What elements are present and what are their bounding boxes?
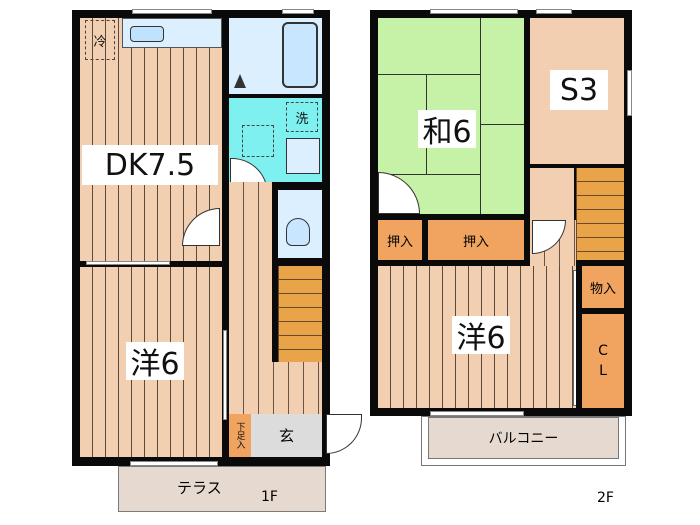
shoe-storage: 下足入 [229, 414, 251, 457]
staircase-2f [576, 168, 624, 260]
sliding-door-dk-western [86, 261, 170, 265]
entrance-label: 玄 [278, 427, 294, 445]
shower-icon [234, 74, 246, 88]
washbasin-space-icon [242, 125, 274, 157]
dk-room-name: DK7.5 [104, 147, 196, 183]
western-room-1f-name: 洋6 [130, 347, 180, 382]
japanese-room-label: 和6 [418, 110, 476, 150]
bath-wall [229, 94, 322, 98]
center-wall [222, 10, 229, 466]
balcony-label: バルコニー [488, 431, 559, 447]
entrance: 玄 [251, 414, 322, 457]
floor-2-plan: 和6 S3 押入 押入 洋6 物入 C L [370, 9, 632, 416]
closet-left-label: 押入 [386, 234, 413, 250]
storage-room-s3-name: S3 [559, 72, 599, 108]
closet-cl-label-c: C [598, 343, 608, 359]
fridge-label: 冷 [93, 34, 107, 50]
terrace-label: テラス [177, 479, 222, 497]
vanity-sink-icon [286, 138, 320, 174]
window-bath-top [282, 9, 314, 14]
closet-divider [422, 220, 428, 260]
window-s3-side [627, 70, 632, 116]
window-dk-top [132, 9, 212, 14]
dk-room-label: DK7.5 [82, 145, 218, 185]
fridge-space: 冷 [85, 20, 115, 60]
western-room-1f-label: 洋6 [126, 342, 184, 382]
floor-2-label: 2F [597, 490, 614, 506]
storage-closet-label: 物入 [589, 281, 616, 297]
washer-label: 洗 [295, 111, 309, 127]
kitchen-counter [122, 18, 222, 48]
closet-cl-label-l: L [599, 363, 607, 379]
western-room-2f-name: 洋6 [456, 321, 506, 356]
toilet-wall [272, 182, 278, 262]
storage-cl-divider [582, 308, 624, 314]
window-s3-top [536, 9, 572, 14]
toilet-icon [286, 218, 310, 246]
western-room-2f-label: 洋6 [452, 316, 510, 356]
closet-bottom-wall [378, 260, 530, 266]
balcony: バルコニー [428, 417, 619, 459]
hallway-lower [229, 362, 322, 414]
bathtub-icon [282, 22, 318, 88]
storage-wall [576, 260, 582, 410]
western-room-1f [80, 267, 222, 457]
closet-right-label: 押入 [462, 234, 489, 250]
storage-closet: 物入 [582, 266, 624, 308]
closet-cl: C L [582, 314, 624, 408]
window-western-2f-bottom [430, 411, 524, 416]
hall-2f-upper [530, 168, 574, 220]
terrace: テラス 1F [118, 466, 326, 512]
closet-right: 押入 [428, 220, 524, 260]
floor-1-plan: 冷 DK7.5 洋6 洗 下足入 玄 [72, 9, 362, 466]
floor-1-label: 1F [261, 489, 278, 505]
balcony-outer: バルコニー [421, 416, 626, 466]
japanese-room-name: 和6 [422, 115, 472, 150]
closet-left: 押入 [378, 220, 422, 260]
shoe-storage-label: 下足入 [234, 422, 245, 449]
washer-space: 洗 [286, 102, 318, 132]
sink-icon [130, 26, 164, 42]
s3-wall [524, 10, 530, 270]
storage-room-s3-label: S3 [550, 70, 608, 110]
stair-wall [272, 262, 278, 362]
staircase-1f [278, 266, 322, 362]
closet-wall [378, 214, 524, 220]
window-western-bottom [130, 461, 218, 466]
sliding-door-western-hall [223, 330, 227, 420]
front-door[interactable] [326, 414, 362, 454]
window-japanese-top [430, 9, 518, 14]
